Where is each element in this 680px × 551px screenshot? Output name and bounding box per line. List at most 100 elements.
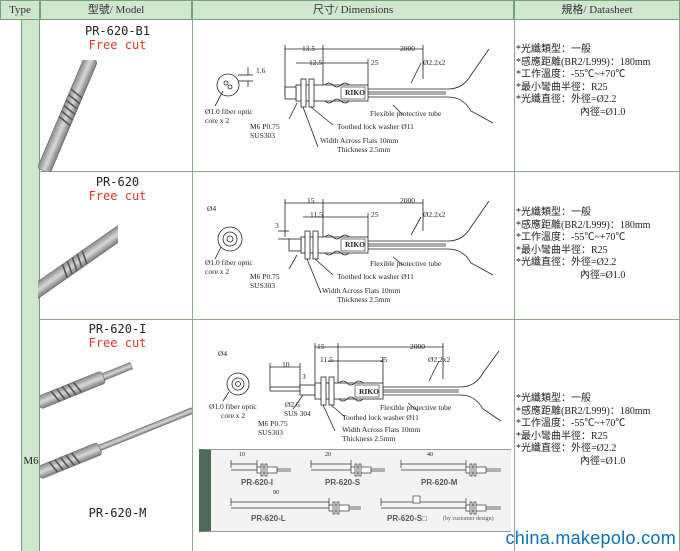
row-2 bbox=[40, 172, 680, 320]
col-divider-spec bbox=[514, 20, 515, 551]
model-cell-3b: PR-620-M bbox=[70, 506, 165, 520]
note-tube: Flexible protective tube bbox=[380, 403, 452, 412]
variant-drawings bbox=[230, 460, 501, 515]
dim-len-b: 11.5 bbox=[310, 210, 323, 219]
dim-tip: Ø4 bbox=[218, 349, 228, 358]
spec-diameter-outer: *光纖直徑：外徑=Ø2.2 bbox=[516, 257, 617, 268]
note-tube-m: SUS 304 bbox=[284, 409, 311, 418]
dim-tip: 1.6 bbox=[256, 66, 266, 75]
spec-diameter-inner: 內徑=Ø1.0 bbox=[580, 269, 626, 281]
dimension-drawing-3 bbox=[222, 343, 502, 432]
header-dimensions: 尺寸/ Dimensions bbox=[192, 0, 514, 20]
spec-diameter-inner: 內徑=Ø1.0 bbox=[580, 106, 626, 118]
model-name: PR-620 bbox=[95, 175, 140, 189]
dim-len-a: 13.5 bbox=[302, 44, 316, 53]
spec-distance: *感應距離(BR2/L999)：180mm bbox=[516, 219, 651, 231]
variant-custom-label: PR-620-S□ bbox=[387, 514, 427, 523]
spec-distance: *感應距離(BR2/L999)：180mm bbox=[516, 405, 651, 417]
sensor-photo-2 bbox=[38, 223, 118, 301]
note-core: core x 2 bbox=[221, 411, 246, 420]
variant-m-length: 40 bbox=[427, 452, 433, 458]
note-tube-d: Ø2.6 bbox=[285, 400, 300, 409]
model-subtitle: Free cut bbox=[88, 38, 147, 52]
spec-temp: *工作溫度：-55℃~+70℃ bbox=[516, 418, 626, 429]
brand-mark: RIKO bbox=[345, 88, 366, 97]
model-subtitle: Free cut bbox=[88, 336, 147, 350]
header-model: 型號/ Model bbox=[40, 0, 192, 20]
variant-custom-note: (by customer design) bbox=[443, 516, 494, 522]
spec-bend: *最小彎曲半徑：R25 bbox=[516, 244, 608, 256]
header-type: Type bbox=[0, 0, 40, 20]
dim-tip2: 3 bbox=[275, 221, 279, 230]
dim-len-total: 2000 bbox=[400, 44, 415, 53]
dim-len-total: 2000 bbox=[410, 342, 425, 351]
spec-distance: *感應距離(BR2/L999)：180mm bbox=[516, 56, 651, 68]
model-name: PR-620-I bbox=[88, 322, 147, 336]
dim-len-c: 25 bbox=[380, 355, 388, 364]
header-datasheet: 規格/ Datasheet bbox=[514, 0, 680, 20]
note-thick: Thickness 2.5mm bbox=[342, 434, 396, 443]
model-name: PR-620-B1 bbox=[84, 24, 151, 38]
note-washer: Toothed lock washer Ø11 bbox=[337, 122, 414, 131]
variant-s-length: 20 bbox=[325, 452, 331, 458]
type-label: M6 bbox=[23, 455, 39, 467]
note-mat: SUS303 bbox=[250, 281, 276, 290]
note-mat: SUS303 bbox=[250, 131, 276, 140]
dim-len-b: 12.5 bbox=[309, 58, 323, 67]
dim-cable: Ø2.2x2 bbox=[423, 210, 446, 219]
row-1 bbox=[40, 20, 680, 172]
variant-i-label: PR-620-I bbox=[241, 478, 274, 487]
variant-m-label: PR-620-M bbox=[421, 478, 458, 487]
spec-diameter-outer: *光纖直徑：外徑=Ø2.2 bbox=[516, 94, 617, 105]
note-flats: Width Across Flats 10mm bbox=[342, 425, 421, 434]
note-thick: Thickness 2.5mm bbox=[337, 295, 391, 304]
dim-len-a: 15 bbox=[307, 196, 315, 205]
spec-diameter-outer: *光纖直徑：外徑=Ø2.2 bbox=[516, 443, 617, 454]
variant-inset: 10 20 40 90 PR-620-I PR-620-S PR-620-M P… bbox=[199, 449, 511, 532]
note-washer: Toothed lock washer Ø11 bbox=[342, 413, 419, 422]
model-subtitle: Free cut bbox=[88, 189, 147, 203]
model-cell-3: PR-620-I Free cut bbox=[70, 322, 165, 350]
type-column bbox=[0, 20, 22, 551]
variant-l-label: PR-620-L bbox=[251, 514, 286, 523]
variant-i-length: 10 bbox=[239, 452, 245, 458]
note-thread: M6 P0.75 bbox=[250, 122, 280, 131]
note-thread: M6 P0.75 bbox=[258, 419, 288, 428]
sensor-photo-1 bbox=[38, 60, 98, 172]
note-thick: Thickness 2.5mm bbox=[337, 145, 391, 154]
note-fiber: Ø1.0 fiber optic bbox=[205, 258, 253, 267]
spec-temp: *工作溫度：-55℃~+70℃ bbox=[516, 69, 626, 80]
variant-s-label: PR-620-S bbox=[325, 478, 361, 487]
variant-l-length: 90 bbox=[273, 490, 279, 496]
dim-len-a: 15 bbox=[317, 342, 325, 351]
note-thread: M6 P0.75 bbox=[250, 272, 280, 281]
note-mat: SUS303 bbox=[258, 428, 284, 437]
dim-len-c: 25 bbox=[371, 58, 379, 67]
brand-mark: RIKO bbox=[345, 240, 366, 249]
model-name-2: PR-620-M bbox=[88, 506, 147, 520]
brand-mark: RIKO bbox=[359, 387, 380, 396]
note-core: core x 2 bbox=[205, 116, 230, 125]
note-core: core x 2 bbox=[205, 267, 230, 276]
note-washer: Toothed lock washer Ø11 bbox=[337, 272, 414, 281]
spec-cell-1: *光纖類型：一般 *感應距離(BR2/L999)：180mm *工作溫度：-55… bbox=[516, 44, 650, 119]
spec-fiber-type: *光纖類型：一般 bbox=[516, 207, 591, 218]
spec-cell-3: *光纖類型：一般 *感應距離(BR2/L999)：180mm *工作溫度：-55… bbox=[516, 393, 650, 468]
dim-len-d: 10 bbox=[282, 360, 290, 369]
model-cell-2: PR-620 Free cut bbox=[70, 175, 165, 203]
spec-diameter-inner: 內徑=Ø1.0 bbox=[580, 455, 626, 467]
dimension-drawing-2 bbox=[214, 199, 494, 294]
model-cell-1: PR-620-B1 Free cut bbox=[70, 24, 165, 52]
dim-cable: Ø2.2x2 bbox=[428, 355, 451, 364]
spec-temp: *工作溫度：-55℃~+70℃ bbox=[516, 232, 626, 243]
note-fiber: Ø1.0 fiber optic bbox=[205, 107, 253, 116]
note-flats: Width Across Flats 10mm bbox=[322, 286, 401, 295]
note-flats: Width Across Flats 10mm bbox=[320, 136, 399, 145]
dim-len-c: 25 bbox=[371, 210, 379, 219]
spec-bend: *最小彎曲半徑：R25 bbox=[516, 430, 608, 442]
dim-cable: Ø2.2x2 bbox=[423, 58, 446, 67]
watermark: china.makepolo.com bbox=[505, 528, 676, 548]
spec-bend: *最小彎曲半徑：R25 bbox=[516, 81, 608, 93]
dimension-drawing-1 bbox=[214, 45, 494, 148]
